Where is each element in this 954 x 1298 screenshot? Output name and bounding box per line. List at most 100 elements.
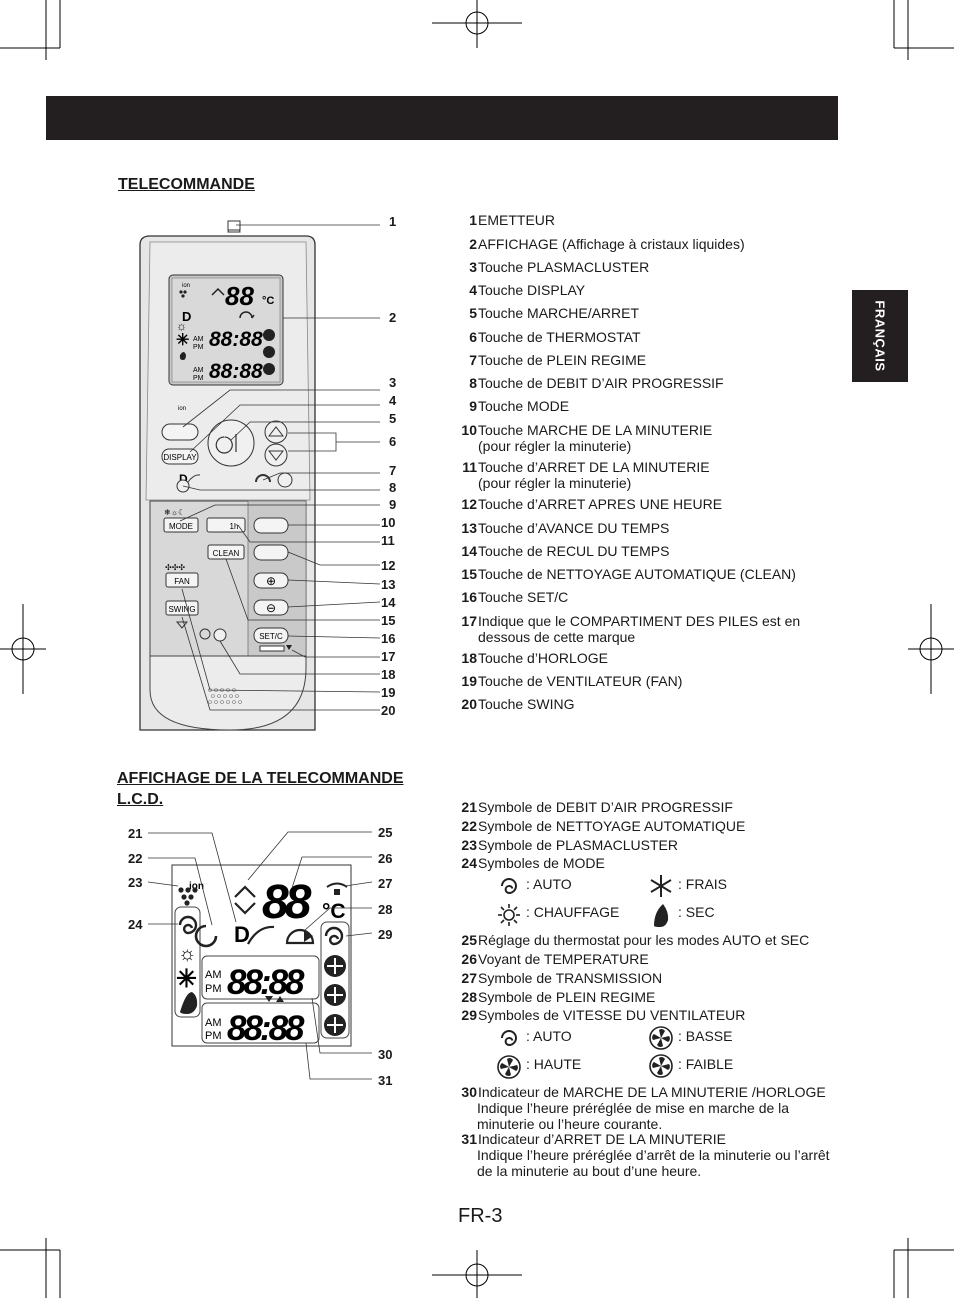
time-back-button[interactable] — [253, 599, 289, 616]
dry-mode-icon — [654, 904, 669, 927]
svg-text:⊖: ⊖ — [266, 601, 276, 615]
plasmacluster-button[interactable] — [161, 423, 199, 441]
list-item: 7Touche de PLEIN REGIME — [469, 352, 647, 368]
callout-21: 21 — [128, 826, 143, 841]
lcd-ion-symbol: ion — [189, 881, 204, 892]
lcd-pm-small: PM — [193, 344, 204, 351]
lcd-clock-small-2: 88:88 — [209, 360, 263, 383]
lcd-display-diagram: ion ☼ ✳ 88 °C D AM PM AM PM 88:88 88:88 — [147, 831, 373, 1080]
list-item: 23Symbole de PLASMACLUSTER — [461, 837, 678, 853]
list-item: 30Indicateur de MARCHE DE LA MINUTERIE /… — [461, 1084, 826, 1132]
callout-13: 13 — [381, 577, 396, 592]
svg-text:✳: ✳ — [176, 332, 189, 349]
remote-items-list: 1EMETTEUR 2AFFICHAGE (Affichage à crista… — [452, 212, 852, 722]
svg-text:✳: ✳ — [176, 965, 197, 993]
callout-10: 10 — [381, 515, 396, 530]
list-item: 19Touche de VENTILATEUR (FAN) — [461, 673, 683, 689]
timer-off-button[interactable] — [253, 544, 289, 561]
list-item: 20Touche SWING — [461, 696, 575, 712]
lcd-timer-off-digits: 88:88 — [227, 1009, 305, 1048]
callout-12: 12 — [381, 558, 396, 573]
callout-11: 11 — [381, 533, 395, 548]
mode-legend: : AUTO : FRAIS : CHAUFFAGE : SEC — [496, 872, 796, 930]
lcd-am-small-2: AM — [193, 367, 204, 374]
callout-29: 29 — [378, 927, 393, 942]
callout-14: 14 — [381, 595, 396, 610]
list-item: 27Symbole de TRANSMISSION — [461, 970, 663, 986]
list-item: 21Symbole de DEBIT D’AIR PROGRESSIF — [461, 799, 733, 815]
svg-text:D: D — [182, 309, 191, 324]
svg-text:✣✣✣: ✣✣✣ — [165, 563, 185, 572]
callout-9: 9 — [389, 497, 397, 512]
callout-30: 30 — [378, 1047, 393, 1062]
list-item: 2AFFICHAGE (Affichage à cristaux liquide… — [469, 236, 745, 252]
section-title-lcd-line2: L.C.D. — [117, 791, 164, 808]
svg-text:❄☼☾: ❄☼☾ — [164, 508, 185, 517]
timer-on-button[interactable] — [253, 517, 289, 534]
lcd-celsius-small: °C — [262, 295, 274, 307]
cool-mode-icon — [650, 875, 672, 897]
lcd-am-label: AM — [205, 969, 222, 981]
temp-up-button[interactable] — [264, 420, 288, 444]
full-power-button[interactable] — [277, 472, 293, 488]
svg-text:D: D — [234, 922, 250, 947]
clean-button-label: CLEAN — [213, 549, 240, 558]
lcd-timer-on-digits: 88:88 — [227, 963, 305, 1002]
callout-19: 19 — [381, 685, 396, 700]
set-c-button-label: SET/C — [259, 632, 283, 641]
fan-button[interactable] — [165, 572, 199, 588]
language-tab[interactable]: FRANÇAIS — [852, 290, 908, 382]
heat-mode-icon — [498, 904, 520, 926]
lcd-celsius-symbol: °C — [322, 900, 346, 923]
list-item: 11Touche d’ARRET DE LA MINUTERIE(pour ré… — [462, 459, 710, 491]
fan-high-icon — [497, 1055, 521, 1079]
fan-quiet-icon — [649, 1054, 673, 1078]
list-item: 5Touche MARCHE/ARRET — [469, 305, 640, 321]
lcd-pm-label-2: PM — [205, 1030, 222, 1042]
lcd-temperature-digits: 88 — [262, 876, 312, 929]
clock-button[interactable] — [213, 628, 227, 642]
list-item: 29Symboles de VITESSE DU VENTILATEUR — [461, 1007, 746, 1023]
list-item: 8Touche de DEBIT D’AIR PROGRESSIF — [469, 375, 724, 391]
lcd-items-list: 21Symbole de DEBIT D’AIR PROGRESSIF 22Sy… — [452, 799, 852, 1179]
callout-23: 23 — [128, 875, 143, 890]
display-button-label: DISPLAY — [163, 453, 197, 462]
list-item: 24Symboles de MODE — [461, 855, 605, 871]
header-banner — [46, 96, 838, 140]
list-item: 15Touche de NETTOYAGE AUTOMATIQUE (CLEAN… — [461, 566, 796, 582]
temp-down-button[interactable] — [264, 443, 288, 467]
remote-callout-numbers: 1 2 3 4 5 6 7 8 9 10 11 12 13 14 15 16 1… — [360, 210, 420, 730]
callout-1: 1 — [389, 214, 397, 229]
display-button[interactable] — [161, 448, 199, 465]
callout-25: 25 — [378, 825, 393, 840]
lcd-clock-small-1: 88:88 — [209, 328, 263, 351]
lcd-ion-small: ion — [182, 283, 190, 289]
emitter — [227, 220, 241, 231]
one-hour-label: 1h — [230, 522, 239, 531]
time-advance-button[interactable] — [253, 572, 289, 589]
callout-28: 28 — [378, 902, 393, 917]
mode-auto-label: : AUTO — [526, 876, 572, 892]
list-item: 9Touche MODE — [469, 398, 570, 414]
mode-button[interactable] — [163, 517, 199, 533]
mode-button-label: MODE — [169, 522, 193, 531]
list-item: 17Indique que le COMPARTIMENT DES PILES … — [461, 613, 801, 645]
list-item: 25Réglage du thermostat pour les modes A… — [461, 932, 810, 948]
power-button[interactable] — [207, 419, 255, 467]
svg-text:☼: ☼ — [178, 943, 196, 965]
set-c-button[interactable] — [253, 627, 289, 644]
fan-button-label: FAN — [174, 577, 190, 586]
mode-heat-label: : CHAUFFAGE — [526, 904, 620, 920]
swing-button[interactable] — [165, 600, 199, 616]
callout-5: 5 — [389, 411, 397, 426]
fan-low-label: : BASSE — [678, 1028, 733, 1044]
lcd-pm-small-2: PM — [193, 375, 204, 382]
svg-text:D: D — [179, 472, 188, 486]
one-hour-off-button[interactable] — [206, 517, 246, 533]
fan-high-label: : HAUTE — [526, 1056, 582, 1072]
lcd-callout-numbers: 21 22 23 24 25 26 27 28 29 30 31 — [120, 820, 410, 1100]
lcd-temp-small: 88 — [225, 281, 254, 311]
callout-4: 4 — [389, 393, 397, 408]
auto-mode-icon — [501, 878, 517, 895]
lcd-pm-label: PM — [205, 983, 222, 995]
